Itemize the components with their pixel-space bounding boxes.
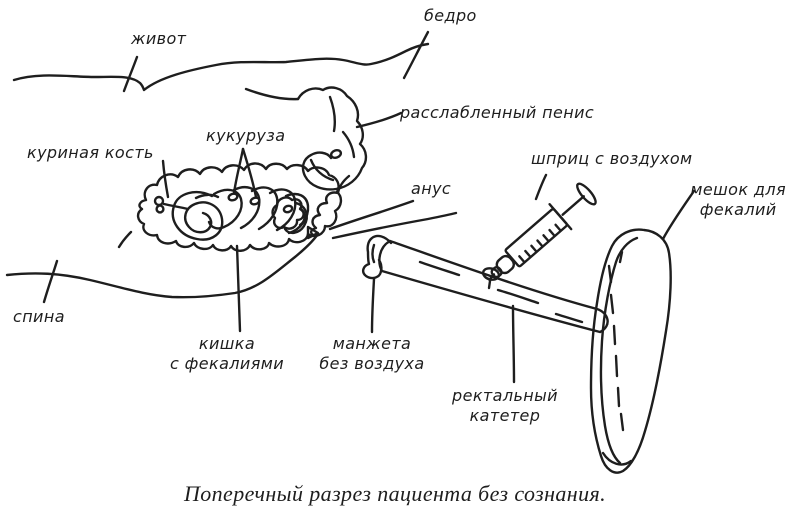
bag-hatch-lines [607, 250, 625, 432]
label-syringe-with-air: шприц с воздухом [531, 149, 693, 168]
tick-marks [42, 30, 430, 304]
body-outline-bottom [5, 230, 320, 299]
bowel-wall [136, 162, 343, 252]
wrist-line [244, 87, 300, 101]
syringe-plunger-handle [576, 182, 597, 206]
catheter-leader-line [511, 304, 516, 384]
label-bowel-with-feces: кишка с фекалиями [170, 334, 284, 374]
cuff-leader-line [370, 277, 376, 334]
deflated-cuff-drawing [361, 234, 393, 280]
bowel-with-feces-drawing [136, 162, 343, 252]
syringe-leader-line [534, 173, 548, 201]
label-abdomen: живот [131, 29, 187, 48]
figure-caption: Поперечный разрез пациента без сознания. [183, 481, 607, 506]
label-thigh: бедро [424, 6, 477, 25]
feces-bag-drawing [589, 228, 672, 474]
corn-kernels [227, 192, 294, 214]
bag-leader-line [661, 189, 696, 241]
label-feces-bag: мешок для фекалий [690, 180, 786, 220]
label-corn: кукуруза [206, 126, 286, 145]
anus-leader-line [328, 199, 415, 231]
penis-leader-line [355, 111, 403, 129]
syringe-drawing [488, 182, 597, 281]
chicken-bone-drawing [153, 195, 190, 214]
label-relaxed-penis: расслабленный пенис [400, 103, 595, 122]
syringe-plunger-rod [561, 195, 585, 216]
syringe-barrel [504, 207, 568, 268]
body-outline-top [12, 42, 430, 101]
bone-leader-line [161, 159, 170, 199]
label-anus: анус [411, 179, 452, 198]
syringe-flange [548, 203, 573, 231]
syringe-scale-ticks [518, 223, 562, 263]
corn-leader-line-2 [241, 147, 258, 199]
bowel-leader-line [235, 244, 242, 333]
label-rectal-catheter: ректальный катетер [452, 386, 558, 426]
corn-leader-line-1 [232, 147, 245, 195]
thigh-tick [402, 30, 430, 80]
back-tick [42, 259, 59, 304]
buttock-fold-line [331, 211, 458, 240]
label-chicken-bone: куриная кость [27, 143, 154, 162]
abdomen-tick [122, 55, 139, 93]
label-back: спина [13, 307, 65, 326]
relaxed-penis-drawing [296, 86, 368, 191]
leader-lines [161, 111, 696, 384]
label-cuff-without-air: манжета без воздуха [319, 334, 425, 374]
rectal-catheter-drawing [361, 234, 609, 334]
